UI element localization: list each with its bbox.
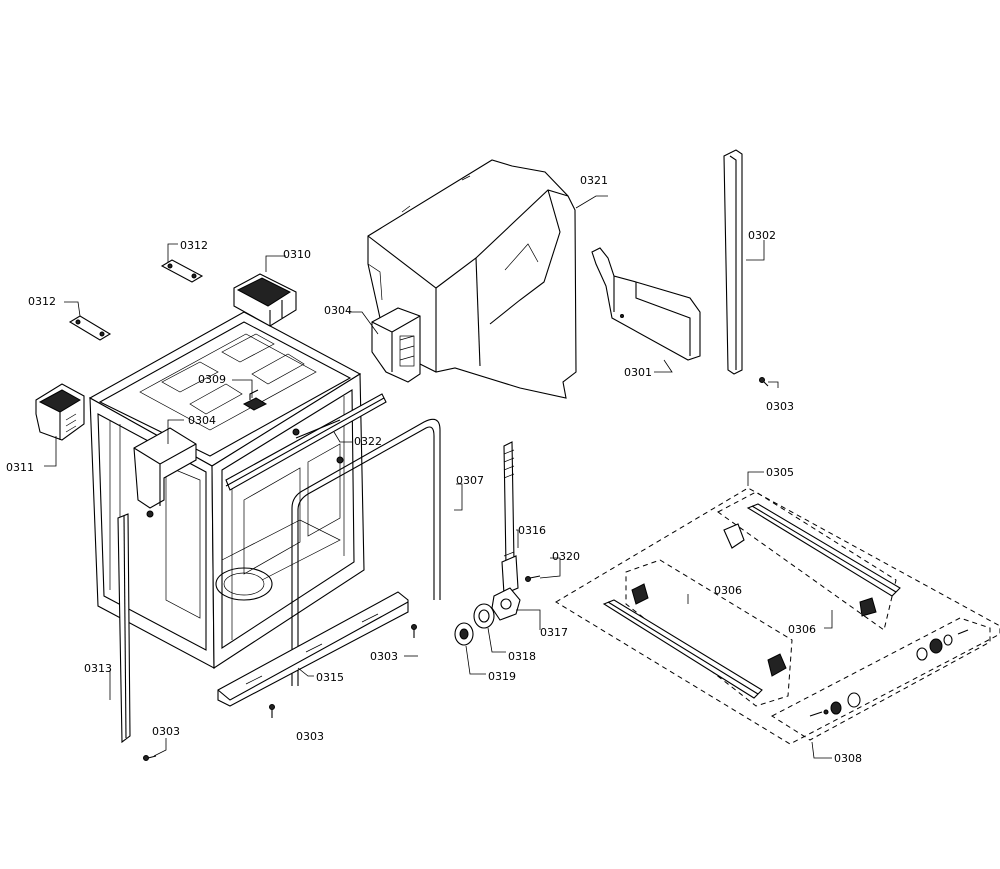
part-0316-hose bbox=[501, 441, 519, 595]
label-0316: 0316 bbox=[518, 524, 546, 537]
label-0303-d: 0303 bbox=[296, 730, 324, 743]
label-0321: 0321 bbox=[580, 174, 608, 187]
part-tub-cabinet bbox=[88, 311, 387, 670]
label-0306-b: 0306 bbox=[788, 623, 816, 636]
label-0303-c: 0303 bbox=[152, 725, 180, 738]
part-0311-side-block bbox=[35, 383, 85, 441]
label-0311: 0311 bbox=[6, 461, 34, 474]
part-0303-screw-b bbox=[411, 624, 417, 638]
part-0312-plate-upper bbox=[160, 259, 204, 283]
label-0303-a: 0303 bbox=[766, 400, 794, 413]
label-0302: 0302 bbox=[748, 229, 776, 242]
label-0303-b: 0303 bbox=[370, 650, 398, 663]
label-0319: 0319 bbox=[488, 670, 516, 683]
part-0320-screw bbox=[525, 575, 541, 582]
part-0305-rail bbox=[723, 503, 901, 617]
label-0320: 0320 bbox=[552, 550, 580, 563]
part-0313-front-strip bbox=[117, 513, 131, 744]
label-0315: 0315 bbox=[316, 671, 344, 684]
label-0313: 0313 bbox=[84, 662, 112, 675]
part-0302-side-strip bbox=[723, 149, 743, 375]
part-0308-rollers bbox=[809, 629, 969, 717]
label-0312-upper: 0312 bbox=[180, 239, 208, 252]
rail-kit-outline bbox=[555, 487, 1000, 745]
label-0312-lower: 0312 bbox=[28, 295, 56, 308]
label-0309: 0309 bbox=[198, 373, 226, 386]
part-0301-panel bbox=[591, 247, 701, 361]
part-0307-gasket bbox=[291, 418, 441, 686]
label-0301: 0301 bbox=[624, 366, 652, 379]
part-0303-screw-c bbox=[269, 704, 275, 718]
leader-lines bbox=[44, 195, 833, 759]
part-0312-plate-lower bbox=[68, 315, 112, 341]
part-0304-bracket-upper bbox=[371, 307, 421, 383]
part-0318-nut bbox=[473, 603, 495, 629]
label-0304-lower: 0304 bbox=[188, 414, 216, 427]
part-0303-screw-a bbox=[759, 377, 769, 387]
label-0305: 0305 bbox=[766, 466, 794, 479]
part-0322-rail bbox=[295, 419, 341, 439]
part-0309-clip bbox=[242, 389, 268, 411]
part-0315-kickplate bbox=[217, 591, 409, 707]
label-0307: 0307 bbox=[456, 474, 484, 487]
part-0317-valve bbox=[491, 587, 521, 621]
label-0318: 0318 bbox=[508, 650, 536, 663]
label-0310: 0310 bbox=[283, 248, 311, 261]
part-labels: 0321 0302 0312 0310 0312 0304 0301 0303 … bbox=[6, 174, 862, 765]
part-0303-screw-d bbox=[143, 755, 157, 761]
part-0319-washer bbox=[454, 622, 474, 646]
label-0317: 0317 bbox=[540, 626, 568, 639]
label-0322: 0322 bbox=[354, 435, 382, 448]
label-0308: 0308 bbox=[834, 752, 862, 765]
label-0304-upper: 0304 bbox=[324, 304, 352, 317]
part-0310-hinge-block bbox=[233, 273, 297, 327]
part-0304-bracket-lower bbox=[133, 427, 197, 518]
label-0306-a: 0306 bbox=[714, 584, 742, 597]
part-0306-rail-lower bbox=[602, 583, 787, 699]
